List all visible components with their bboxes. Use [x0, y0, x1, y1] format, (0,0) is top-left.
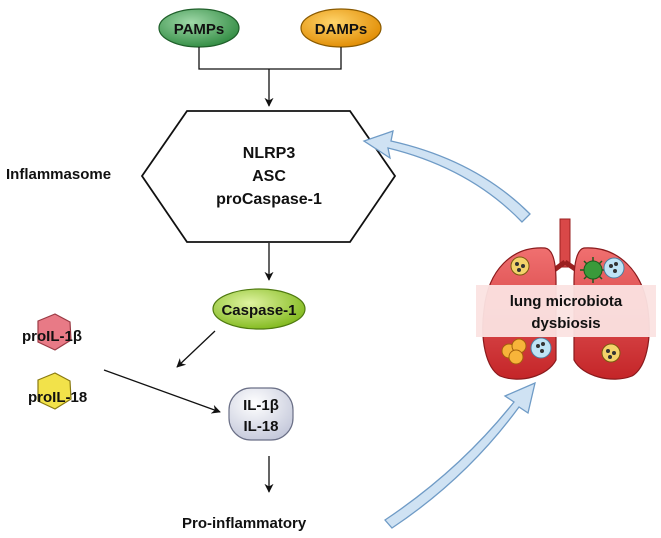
microbe-icon	[510, 256, 530, 276]
damps-node: DAMPs	[300, 8, 382, 48]
arrow-caspase-cleavage	[176, 330, 216, 368]
bacteria-icon	[530, 337, 552, 359]
curved-arrow-to-inflammasome	[362, 130, 531, 223]
pamps-node: PAMPs	[158, 8, 240, 48]
virus-icon	[580, 257, 606, 283]
bacteria-icon	[603, 257, 625, 279]
pamps-label: PAMPs	[174, 21, 225, 38]
fungus-icon	[501, 338, 527, 365]
caspase1-node: Caspase-1	[212, 288, 306, 330]
cytokines-node: IL-1β IL-18	[228, 387, 294, 441]
proil1b-label: proIL-1β	[22, 328, 82, 345]
proil1b-node: proIL-1β	[22, 313, 82, 351]
lung-label-line-2: dysbiosis	[531, 315, 600, 332]
arrow-pro-to-mature	[103, 369, 221, 414]
inflammasome-label: Inflammasome	[6, 166, 111, 183]
inflammasome-line-1: NLRP3	[243, 145, 296, 162]
lung-label-line-1: lung microbiota	[510, 293, 623, 310]
merge-connector	[198, 47, 342, 107]
inflammasome-complex: NLRP3 ASC proCaspase-1	[140, 110, 397, 243]
lung-label-banner	[476, 285, 656, 337]
proil18-label: proIL-18	[28, 389, 87, 406]
microbe-icon	[601, 343, 621, 363]
inflammasome-line-3: proCaspase-1	[216, 191, 322, 208]
cytokine-il1b-label: IL-1β	[243, 397, 279, 414]
curved-arrow-to-lung	[384, 381, 536, 529]
lung-illustration: lung microbiota dysbiosis	[476, 218, 656, 380]
damps-label: DAMPs	[315, 21, 368, 38]
caspase1-label: Caspase-1	[221, 302, 296, 319]
cytokine-il18-label: IL-18	[243, 418, 278, 435]
proil18-node: proIL-18	[28, 372, 87, 410]
inflammasome-line-2: ASC	[252, 168, 286, 185]
pro-inflammatory-label: Pro-inflammatory	[182, 515, 307, 532]
